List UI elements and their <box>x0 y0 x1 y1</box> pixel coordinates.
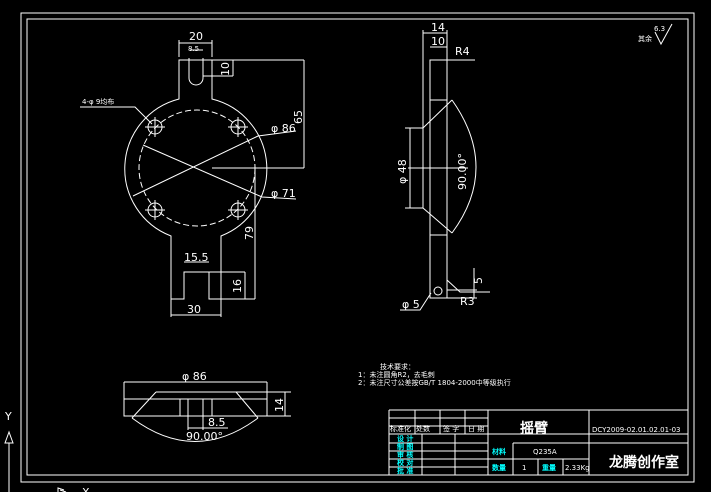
roughness-symbol: 其余 6.3 <box>638 23 673 46</box>
outer-frame <box>20 12 695 483</box>
studio-name: 龙腾创作室 <box>608 454 679 471</box>
dim-angle-bottom: 90.00° <box>186 430 223 443</box>
ucs-y-label: Y <box>4 410 12 423</box>
dim-15-5: 15.5 <box>184 251 209 264</box>
dim-phi-86: φ 86 <box>271 122 296 135</box>
dim-angle-side: 90.00° <box>456 153 469 190</box>
dim-r3: R3 <box>460 295 475 308</box>
dim-5: 5 <box>472 277 485 284</box>
dim-14-bottom: 14 <box>273 398 286 412</box>
notes-title: 技术要求： <box>380 362 415 371</box>
dim-20: 20 <box>189 30 203 43</box>
dim-10-side: 10 <box>431 35 445 48</box>
holes-note: 4-φ 9均布 <box>82 97 114 106</box>
top-view[interactable]: 20 8.5 10 65 79 16 φ 86 φ 71 15.5 30 4-φ… <box>80 30 305 317</box>
side-view[interactable]: 14 10 R4 φ 48 90.00° 5 φ 5 R3 <box>396 21 490 311</box>
weight-value: 2.33Kg <box>565 464 590 472</box>
title-block: 标准化 处数 签 字 日 期 设 计 制 图 审 核 校 对 批 准 摇臂 DC… <box>388 409 688 475</box>
pin-hole <box>433 286 443 296</box>
drawing-number: DCY2009-02.01.02.01-03 <box>592 426 681 434</box>
slot <box>188 58 204 86</box>
header-standardization: 标准化 <box>390 424 411 433</box>
header-signature: 签 字 <box>443 424 459 433</box>
quantity-label: 数量 <box>492 463 506 472</box>
notes-line-2: 2：未注尺寸公差按GB/T 1804-2000中等级执行 <box>358 378 511 387</box>
bottom-body <box>123 398 268 417</box>
notes-line-1: 1：未注圆角R2，去毛刺 <box>358 370 435 379</box>
part-outline <box>124 59 268 300</box>
bottom-dimension-lines <box>123 381 291 442</box>
role-drafting: 制 图 <box>397 442 413 451</box>
header-date: 日 期 <box>468 425 484 433</box>
dim-79: 79 <box>243 226 256 240</box>
material-label: 材料 <box>491 447 506 456</box>
part-name: 摇臂 <box>520 420 548 437</box>
dimension-lines <box>80 40 305 317</box>
dim-16: 16 <box>231 279 244 293</box>
role-review: 审 核 <box>397 450 413 459</box>
side-body <box>429 59 448 299</box>
roughness-prefix: 其余 <box>638 34 652 43</box>
side-dimension-lines <box>400 30 490 311</box>
roughness-check-icon <box>654 23 673 46</box>
dim-8-5-bottom: 8.5 <box>208 416 226 429</box>
dim-30: 30 <box>187 303 201 316</box>
diameter-lines <box>132 130 297 200</box>
quantity-value: 1 <box>522 464 526 472</box>
header-count: 处数 <box>416 424 430 433</box>
dim-65: 65 <box>292 110 305 124</box>
dim-14: 14 <box>431 21 445 34</box>
roughness-value: 6.3 <box>654 25 665 33</box>
inner-frame <box>26 18 689 476</box>
bottom-view[interactable]: φ 86 14 8.5 90.00° <box>123 370 291 443</box>
ucs-axes <box>4 430 67 492</box>
material-value: Q235A <box>533 448 557 456</box>
role-check: 校 对 <box>397 458 413 467</box>
weight-label: 重量 <box>542 463 556 472</box>
role-design: 设 计 <box>397 434 413 443</box>
dim-10: 10 <box>219 62 232 76</box>
role-approve: 批 准 <box>397 466 413 475</box>
dim-r4: R4 <box>455 45 470 58</box>
dim-phi-71: φ 71 <box>271 187 296 200</box>
dim-phi-5: φ 5 <box>402 298 420 311</box>
dim-phi-86-bottom: φ 86 <box>182 370 207 383</box>
technical-notes: 技术要求： 1：未注圆角R2，去毛刺 2：未注尺寸公差按GB/T 1804-20… <box>358 362 511 387</box>
ucs-x-label: X <box>82 486 90 492</box>
dim-phi-48: φ 48 <box>396 159 409 184</box>
ucs-icon: Y X <box>4 410 90 492</box>
dim-8-5: 8.5 <box>188 45 199 53</box>
bolt-holes <box>145 117 248 220</box>
